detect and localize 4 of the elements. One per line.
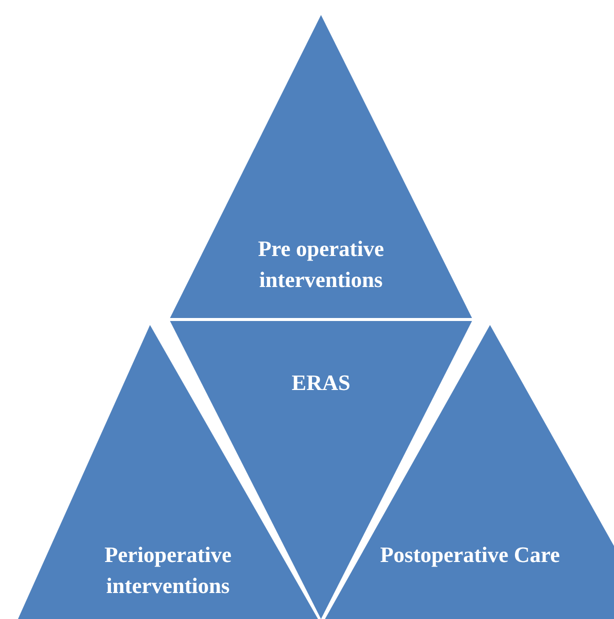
triangle-label: Postoperative Care (379, 541, 561, 569)
triangle-label: Pre operative interventions (256, 235, 386, 294)
triangle-label: ERAS (290, 369, 352, 397)
triangle-label: Perioperative interventions (103, 541, 233, 600)
